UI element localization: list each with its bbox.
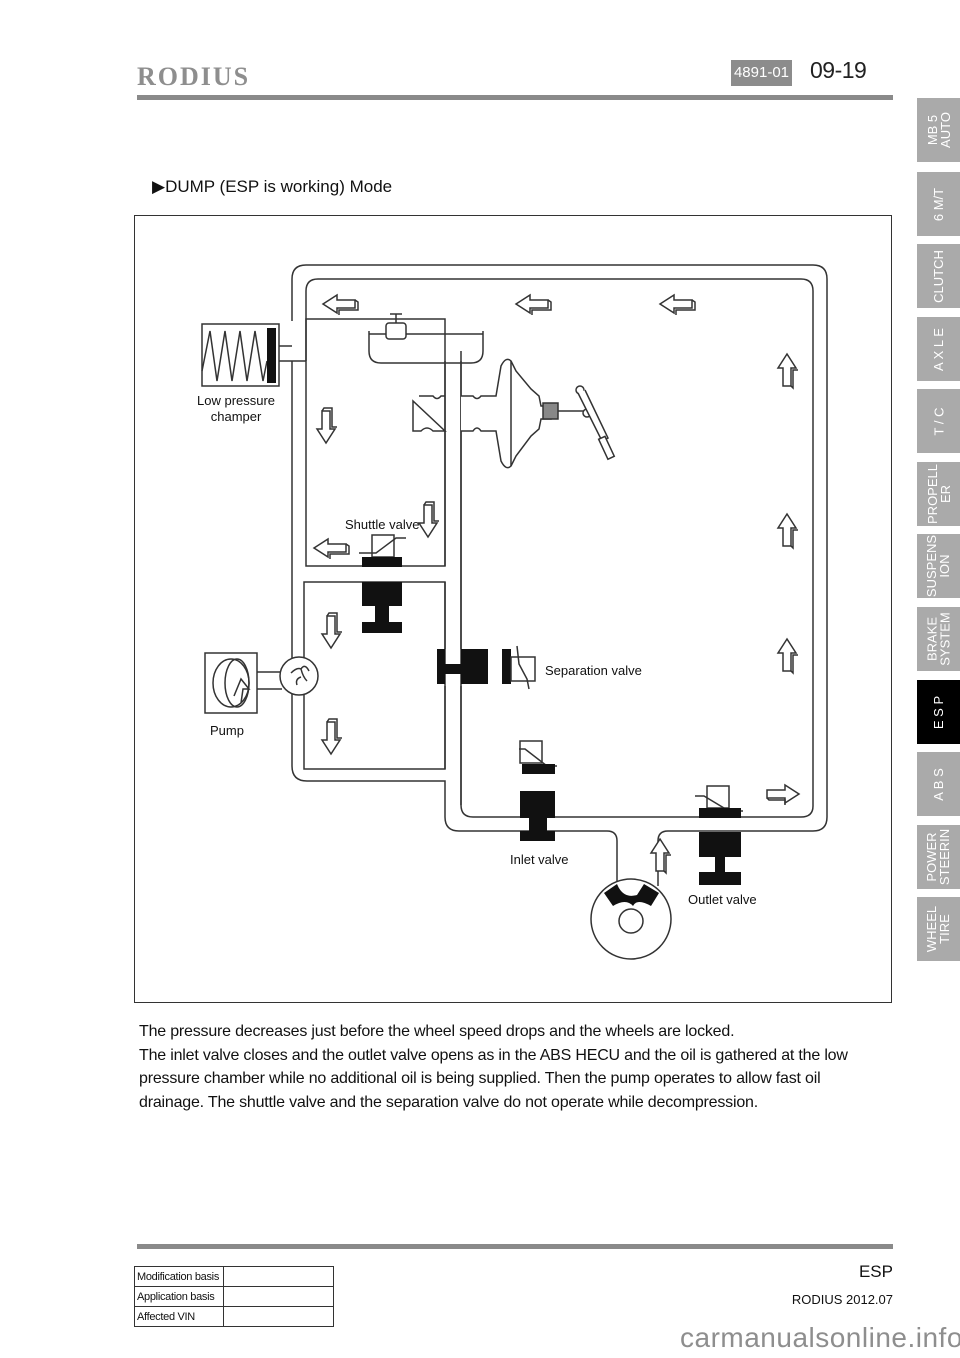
application-basis-value xyxy=(223,1286,334,1307)
footer-section-name: ESP xyxy=(858,1262,893,1281)
tab-wheel-tire[interactable]: WHEEL TIRE xyxy=(917,897,960,961)
footer-model: RODIUS 2012.07 xyxy=(791,1292,893,1307)
footer-divider xyxy=(137,1244,893,1249)
tab-label: POWER STEERIN xyxy=(924,828,953,886)
tab-mb5-auto[interactable]: MB 5 AUTO xyxy=(917,98,960,162)
basis-table: Modification basis Application basis Aff… xyxy=(134,1266,334,1327)
table-row: Affected VIN xyxy=(134,1306,334,1327)
tab-label: A B S xyxy=(931,767,946,801)
shuttle-valve-label: Shuttle valve xyxy=(345,517,420,532)
tab-suspension[interactable]: SUSPENS ION xyxy=(917,534,960,598)
separation-valve-label: Separation valve xyxy=(545,663,642,678)
tab-brake-system[interactable]: BRAKE SYSTEM xyxy=(917,607,960,671)
tab-label: BRAKE SYSTEM xyxy=(924,612,953,666)
tab-label: A X L E xyxy=(930,327,946,371)
tab-propeller[interactable]: PROPELL ER xyxy=(917,462,960,526)
table-row: Application basis xyxy=(134,1286,334,1307)
tab-label: E S P xyxy=(931,695,946,729)
outlet-valve-label: Outlet valve xyxy=(688,892,757,907)
header-divider xyxy=(137,95,893,100)
tab-esp[interactable]: E S P xyxy=(917,680,960,744)
tab-power-steering[interactable]: POWER STEERIN xyxy=(917,825,960,889)
tab-label: WHEEL TIRE xyxy=(924,905,953,953)
outer-pipe xyxy=(291,264,828,886)
modification-basis-label: Modification basis xyxy=(134,1266,224,1287)
tab-label: T / C xyxy=(931,407,946,435)
tab-label: MB 5 AUTO xyxy=(924,112,953,148)
tab-label: PROPELL ER xyxy=(924,464,953,524)
tab-abs[interactable]: A B S xyxy=(917,752,960,816)
affected-vin-value xyxy=(223,1306,334,1327)
tab-clutch[interactable]: CLUTCH xyxy=(917,244,960,308)
tab-6mt[interactable]: 6 M/T xyxy=(917,172,960,236)
page-number: 09-19 xyxy=(810,57,867,83)
description-line: The pressure decreases just before the w… xyxy=(139,1023,735,1040)
section-title: ▶DUMP (ESP is working) Mode xyxy=(152,177,393,196)
watermark: carmanualsonline.info xyxy=(680,1322,960,1353)
tab-label: 6 M/T xyxy=(930,187,946,221)
inlet-valve-label: Inlet valve xyxy=(510,852,569,867)
tab-label: SUSPENS ION xyxy=(924,534,953,598)
tab-label: CLUTCH xyxy=(931,249,947,303)
application-basis-label: Application basis xyxy=(134,1286,224,1307)
description-paragraph: The inlet valve closes and the outlet va… xyxy=(139,1046,848,1111)
table-row: Modification basis xyxy=(134,1266,334,1287)
esp-dump-mode-diagram: Low pressure champer Shuttle valve Separ… xyxy=(134,215,892,1003)
affected-vin-label: Affected VIN xyxy=(134,1306,224,1327)
tab-axle[interactable]: A X L E xyxy=(917,317,960,381)
description-text: The pressure decreases just before the w… xyxy=(139,1020,859,1114)
low-pressure-chamber-label: Low pressure champer xyxy=(197,393,276,424)
modification-basis-value xyxy=(223,1266,334,1287)
tab-tc[interactable]: T / C xyxy=(917,389,960,453)
brand-logo: RODIUS xyxy=(137,62,251,91)
section-code-badge: 4891-01 xyxy=(731,60,792,86)
pump-label: Pump xyxy=(210,723,244,738)
